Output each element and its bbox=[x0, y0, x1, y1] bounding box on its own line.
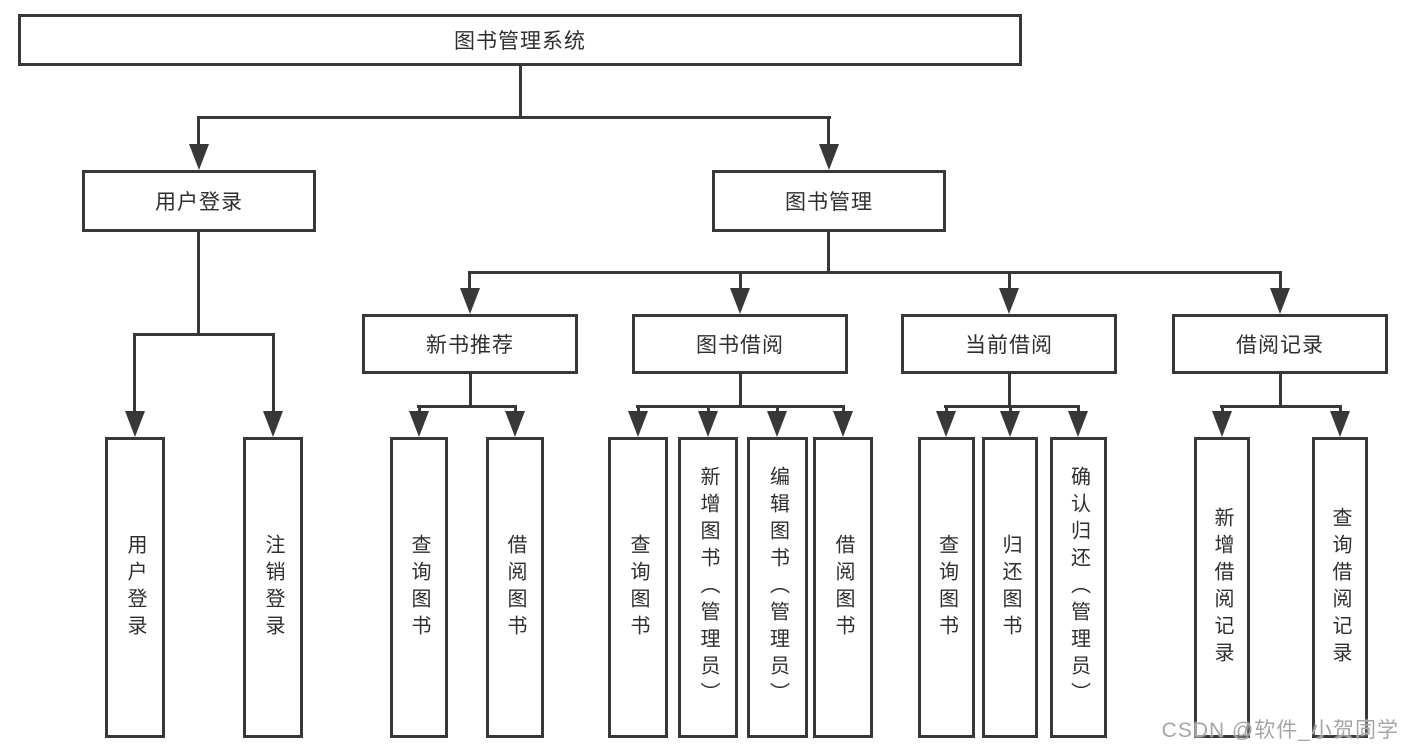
arrow-down-icon bbox=[1000, 411, 1020, 437]
arrow-down-icon bbox=[767, 411, 787, 437]
connector-line bbox=[1077, 405, 1080, 414]
connector-line bbox=[827, 116, 830, 146]
leaf-borrow-books-recommend: 借阅图书 bbox=[486, 437, 544, 738]
arrow-down-icon bbox=[1068, 411, 1088, 437]
arrow-down-icon bbox=[460, 288, 480, 314]
arrow-down-icon bbox=[819, 144, 839, 170]
arrow-down-icon bbox=[698, 411, 718, 437]
leaf-logout-login: 注销登录 bbox=[243, 437, 303, 738]
leaf-user-login: 用户登录 bbox=[105, 437, 165, 738]
arrow-down-icon bbox=[1270, 288, 1290, 314]
connector-line bbox=[1339, 405, 1342, 414]
leaf-edit-books-admin: 编辑图书（管理员） bbox=[747, 437, 808, 738]
arrow-down-icon bbox=[409, 411, 429, 437]
arrow-down-icon bbox=[125, 411, 145, 437]
connector-line bbox=[1279, 374, 1282, 408]
connector-line bbox=[272, 333, 275, 413]
arrow-down-icon bbox=[730, 288, 750, 314]
connector-line bbox=[1221, 405, 1224, 414]
leaf-return-books: 归还图书 bbox=[982, 437, 1038, 738]
leaf-confirm-return-admin: 确认归还（管理员） bbox=[1050, 437, 1107, 738]
connector-line bbox=[197, 116, 200, 146]
node-current-borrowing: 当前借阅 bbox=[901, 314, 1117, 374]
connector-line bbox=[739, 271, 742, 290]
leaf-add-books-admin: 新增图书（管理员） bbox=[678, 437, 738, 738]
connector-line bbox=[827, 232, 830, 274]
watermark: CSDN @软件_小贺同学 bbox=[1161, 719, 1399, 742]
connector-line bbox=[468, 271, 1282, 274]
leaf-query-borrow-record: 查询借阅记录 bbox=[1312, 437, 1368, 738]
connector-line bbox=[1009, 405, 1012, 414]
connector-line bbox=[842, 405, 845, 414]
connector-line bbox=[707, 405, 710, 414]
connector-line bbox=[468, 271, 471, 290]
leaf-query-books-current: 查询图书 bbox=[918, 437, 975, 738]
connector-line bbox=[469, 374, 472, 408]
connector-line bbox=[637, 405, 640, 414]
node-book-management: 图书管理 bbox=[712, 170, 946, 232]
arrow-down-icon bbox=[628, 411, 648, 437]
connector-line bbox=[636, 405, 845, 408]
connector-line bbox=[418, 405, 421, 414]
arrow-down-icon bbox=[505, 411, 525, 437]
connector-line bbox=[1008, 271, 1011, 290]
arrow-down-icon bbox=[999, 288, 1019, 314]
arrow-down-icon bbox=[1330, 411, 1350, 437]
connector-line bbox=[133, 333, 275, 336]
connector-line bbox=[519, 66, 522, 118]
arrow-down-icon bbox=[1212, 411, 1232, 437]
leaf-query-books-recommend: 查询图书 bbox=[390, 437, 448, 738]
node-new-book-recommendation: 新书推荐 bbox=[362, 314, 578, 374]
connector-line bbox=[133, 333, 136, 413]
connector-line bbox=[945, 405, 948, 414]
connector-line bbox=[1279, 271, 1282, 290]
connector-line bbox=[739, 374, 742, 408]
leaf-query-books-borrowing: 查询图书 bbox=[608, 437, 668, 738]
arrow-down-icon bbox=[936, 411, 956, 437]
connector-line bbox=[1220, 405, 1342, 408]
node-borrowing-records: 借阅记录 bbox=[1172, 314, 1388, 374]
leaf-add-borrow-record: 新增借阅记录 bbox=[1194, 437, 1250, 738]
node-book-borrowing: 图书借阅 bbox=[632, 314, 848, 374]
connector-line bbox=[776, 405, 779, 414]
arrow-down-icon bbox=[189, 144, 209, 170]
connector-line bbox=[417, 405, 517, 408]
connector-line bbox=[514, 405, 517, 414]
connector-line bbox=[1008, 374, 1011, 408]
node-library-management-system: 图书管理系统 bbox=[18, 14, 1022, 66]
arrow-down-icon bbox=[263, 411, 283, 437]
arrow-down-icon bbox=[833, 411, 853, 437]
connector-line bbox=[197, 232, 200, 336]
leaf-borrow-books-borrowing: 借阅图书 bbox=[813, 437, 873, 738]
connector-line bbox=[197, 116, 831, 119]
node-user-login: 用户登录 bbox=[82, 170, 316, 232]
connector-line bbox=[944, 405, 1080, 408]
